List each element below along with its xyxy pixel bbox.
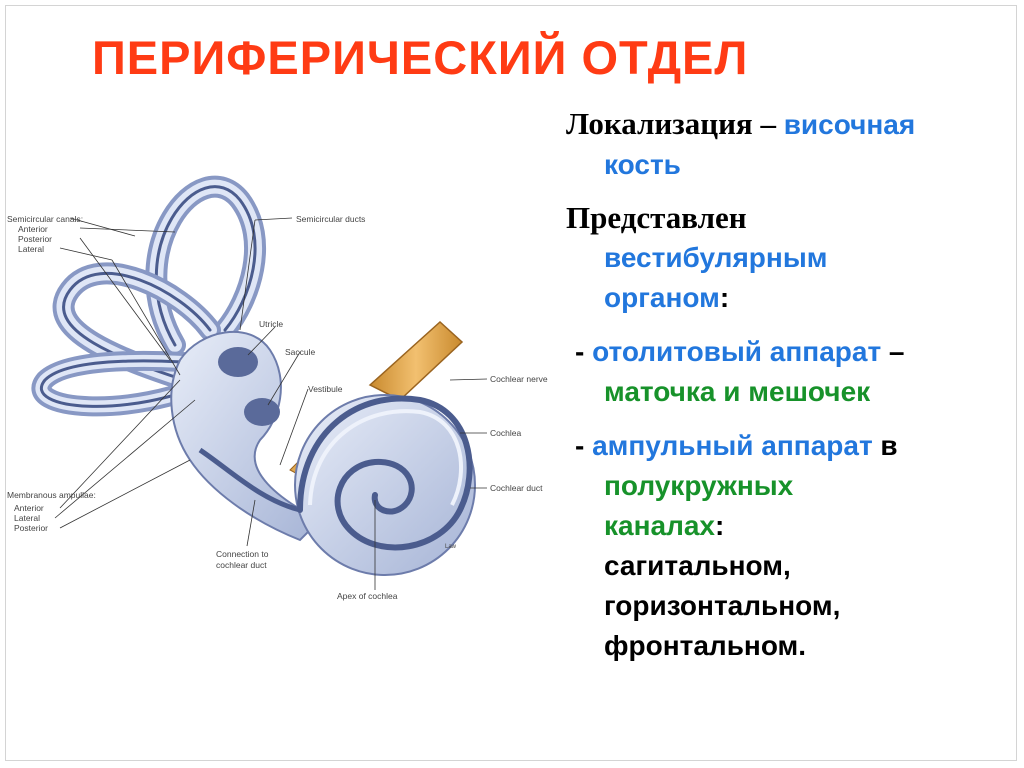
ampullar-colon: :	[715, 510, 725, 541]
represented-term: Представлен	[566, 200, 747, 235]
semicircular-canals	[31, 175, 266, 417]
localization-value-line1: височная	[783, 109, 916, 140]
otolith-term: отолитовый аппарат	[592, 336, 882, 367]
label-ampulla-lateral: Lateral	[14, 513, 40, 523]
ampullar-value-line1: полукружных	[604, 470, 794, 501]
label-posterior: Posterior	[18, 234, 52, 244]
label-ampulla-posterior: Posterior	[14, 523, 48, 533]
label-connection-line1: Connection to	[216, 549, 269, 559]
label-semicircular-canals: Semicircular canals:	[7, 214, 83, 224]
ampullar-dash: -	[575, 430, 585, 461]
paragraph-otolith: - отолитовый аппарат – маточка и мешочек	[566, 331, 1021, 411]
label-cochlear-duct: Cochlear duct	[490, 483, 543, 493]
paragraph-ampullar: - ампульный аппарат в полукружных канала…	[566, 425, 1021, 665]
ampullar-preposition: в	[880, 430, 898, 461]
label-apex-of-cochlea: Apex of cochlea	[337, 591, 398, 601]
label-cochlea: Cochlea	[490, 428, 521, 438]
label-vestibule: Vestibule	[308, 384, 343, 394]
vestibule-shape	[170, 330, 322, 542]
canal-item-sagittal: сагитальном,	[604, 550, 791, 581]
label-saccule: Saccule	[285, 347, 316, 357]
label-utricle: Utricle	[259, 319, 283, 329]
ampullar-term: ампульный аппарат	[592, 430, 873, 461]
description-text: Локализация – височная кость Представлен…	[566, 104, 1021, 679]
represented-value-line2: органом	[604, 282, 720, 313]
represented-colon: :	[719, 282, 730, 313]
ampullar-value-line2: каналах	[604, 510, 716, 541]
label-semicircular-ducts: Semicircular ducts	[296, 214, 365, 224]
otolith-value: маточка и мешочек	[604, 376, 871, 407]
paragraph-localization: Локализация – височная кость	[566, 104, 1021, 184]
localization-term: Локализация –	[566, 106, 776, 141]
inner-ear-diagram: Semicircular canals: Anterior Posterior …	[7, 175, 548, 601]
cochlea-shape	[294, 394, 476, 576]
cochlear-nerve-shape	[368, 320, 464, 401]
canal-item-horizontal: горизонтальном,	[604, 590, 841, 621]
artist-signature: Law	[445, 544, 457, 550]
paragraph-represented: Представлен вестибулярным органом:	[566, 198, 1021, 317]
label-membranous-ampullae: Membranous ampullae:	[7, 490, 96, 500]
otolith-dash2: –	[888, 336, 905, 367]
label-lateral: Lateral	[18, 244, 44, 254]
label-connection-line2: cochlear duct	[216, 560, 267, 570]
canal-item-frontal: фронтальном.	[604, 630, 807, 661]
represented-value-line1: вестибулярным	[604, 242, 828, 273]
label-ampulla-anterior: Anterior	[14, 503, 44, 513]
slide-frame	[5, 5, 1017, 761]
localization-value-line2: кость	[604, 149, 681, 180]
otolith-dash: -	[575, 336, 585, 367]
slide-title: ПЕРИФЕРИЧЕСКИЙ ОТДЕЛ	[92, 31, 749, 84]
label-cochlear-nerve: Cochlear nerve	[490, 374, 548, 384]
leader-lines	[54, 217, 488, 590]
label-anterior: Anterior	[18, 224, 48, 234]
